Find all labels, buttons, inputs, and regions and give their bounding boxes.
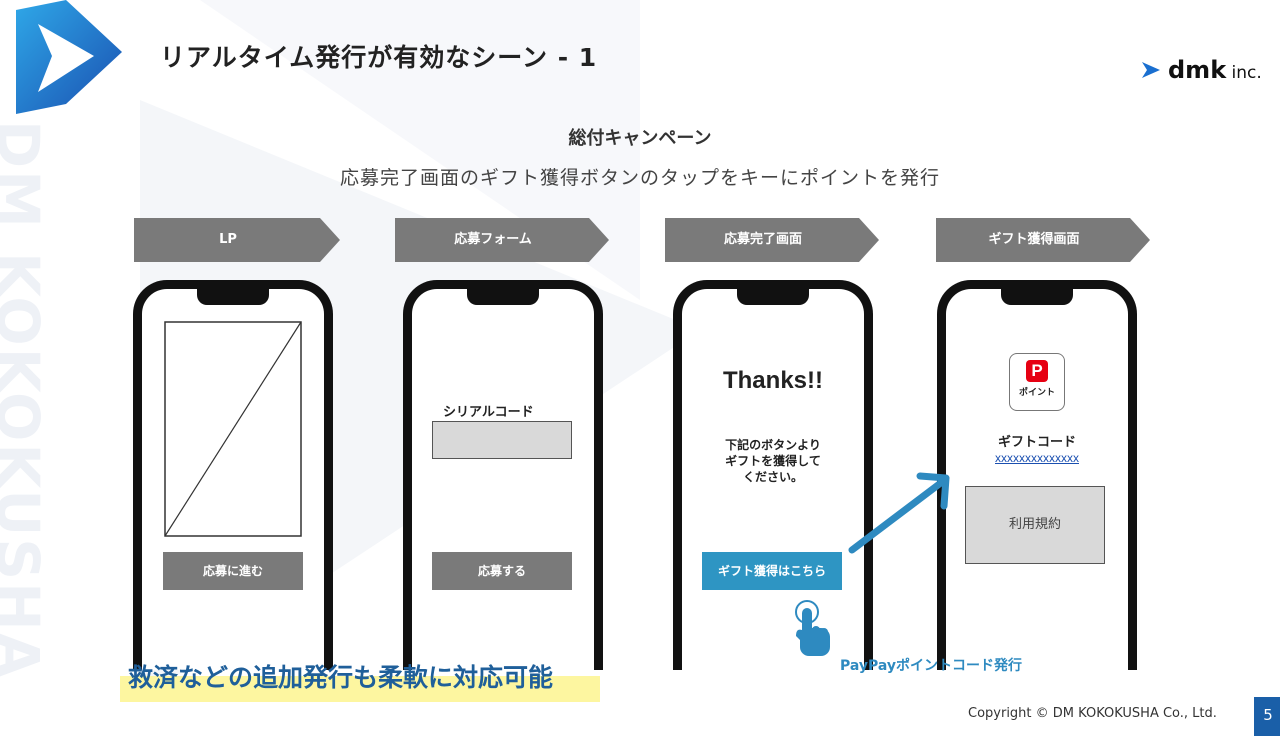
- terms-box[interactable]: 利用規約: [965, 486, 1105, 564]
- step-label: 応募フォーム: [454, 232, 532, 247]
- phone-notch: [467, 287, 539, 305]
- phone-notch: [197, 287, 269, 305]
- page-title: リアルタイム発行が有効なシーン - 1: [160, 43, 598, 72]
- serial-code-input[interactable]: [432, 421, 572, 459]
- phone-thanks: Thanks!! 下記のボタンより ギフトを獲得して ください。 ギフト獲得はこ…: [673, 280, 873, 670]
- thanks-heading: Thanks!!: [722, 367, 823, 394]
- points-label: ポイント: [1018, 388, 1055, 398]
- serial-code-label: シリアルコード: [443, 405, 534, 420]
- paypay-points-icon: P ポイント: [1009, 353, 1065, 411]
- brand-logo: dmk inc.: [1140, 56, 1262, 84]
- apply-button[interactable]: 応募に進む: [163, 552, 303, 590]
- phone-notch: [737, 287, 809, 305]
- step-form: 応募フォーム: [395, 218, 609, 262]
- step-label: LP: [219, 232, 237, 247]
- phone-lp: 応募に進む: [133, 280, 333, 670]
- vertical-watermark: DM KOKOKUSHA: [0, 120, 52, 680]
- note-highlight: [120, 676, 600, 702]
- step-complete: 応募完了画面: [665, 218, 879, 262]
- flow-arrow-icon: [848, 472, 950, 554]
- get-gift-button[interactable]: ギフト獲得はこちら: [702, 552, 842, 590]
- paypay-mark: P: [1026, 360, 1048, 382]
- step-label: ギフト獲得画面: [988, 232, 1080, 247]
- company-logo-icon: [16, 0, 122, 114]
- brand-arrow-icon: [1142, 62, 1160, 78]
- page-number: 5: [1254, 697, 1280, 736]
- gift-code-value[interactable]: xxxxxxxxxxxxxx: [995, 451, 1079, 465]
- submit-button[interactable]: 応募する: [432, 552, 572, 590]
- step-label: 応募完了画面: [723, 232, 802, 247]
- bottom-note: 救済などの追加発行も柔軟に対応可能: [128, 663, 554, 692]
- step-gift: ギフト獲得画面: [936, 218, 1150, 262]
- section-description: 応募完了画面のギフト獲得ボタンのタップをキーにポイントを発行: [339, 167, 940, 189]
- phone-form: シリアルコード 応募する: [403, 280, 603, 670]
- step-lp: LP: [134, 218, 340, 262]
- paypay-issue-label: PayPayポイントコード発行: [840, 658, 1023, 674]
- image-placeholder: [164, 321, 302, 537]
- brand-name: dmk inc.: [1168, 56, 1262, 84]
- phone-notch: [1001, 287, 1073, 305]
- tap-hand-icon: [795, 600, 830, 656]
- copyright: Copyright © DM KOKOKUSHA Co., Ltd.: [968, 706, 1217, 721]
- gift-code-label: ギフトコード: [997, 435, 1076, 450]
- section-heading: 総付キャンペーン: [568, 128, 712, 149]
- phone-gift: P ポイント ギフトコード xxxxxxxxxxxxxx 利用規約: [937, 280, 1137, 670]
- thanks-message: 下記のボタンより ギフトを獲得して ください。: [725, 438, 821, 484]
